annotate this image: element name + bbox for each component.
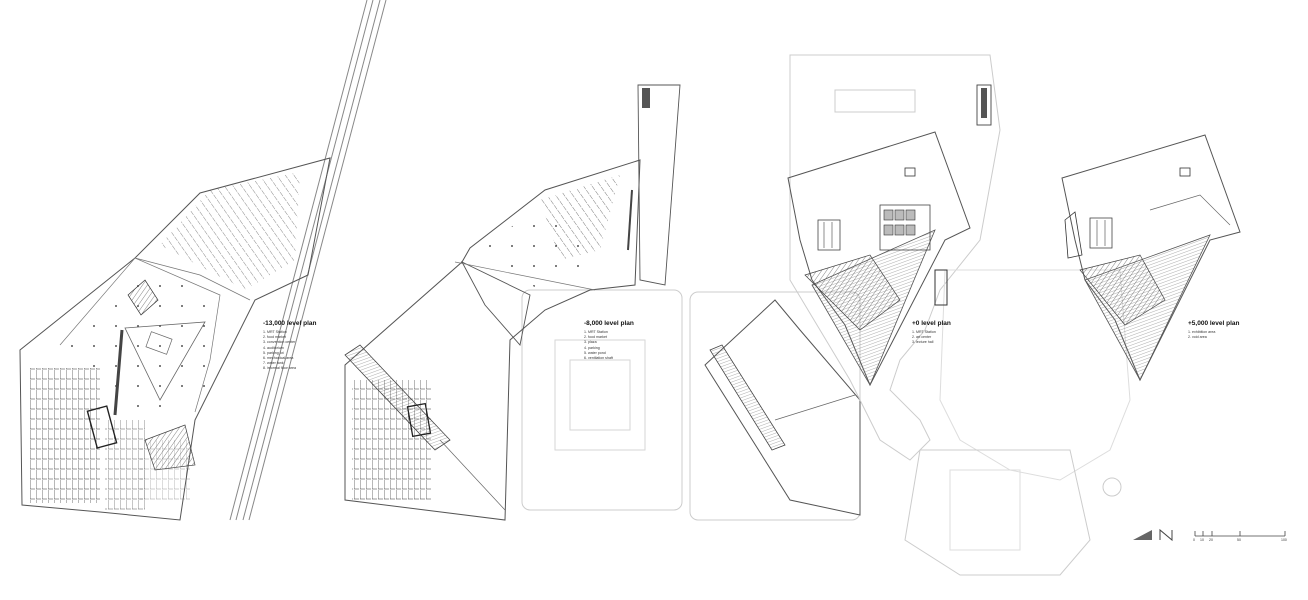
- legend-item: 2. art center: [912, 335, 932, 340]
- plan-0: [787, 54, 1131, 576]
- scale-tick-label: 10: [1200, 538, 1204, 542]
- plan-legend: 1. exhibition area 2. void area: [1188, 330, 1240, 340]
- scale-bar: [1194, 531, 1286, 537]
- plan-label-3: +0 level plan 1. MRT Station 2. art cent…: [912, 320, 951, 346]
- plan-5000: [1061, 134, 1241, 382]
- rail-track: [229, 0, 387, 521]
- plan-legend: 1. MRT Station 2. food market 3. plaza 4…: [584, 330, 634, 361]
- plan-minus-13000: [19, 0, 387, 521]
- legend-item: 3. lecture hall: [912, 340, 934, 345]
- legend-item: 2. food market: [584, 335, 607, 340]
- scale-tick-label: 20: [1209, 538, 1213, 542]
- legend-item: 8. informal floor area: [263, 366, 296, 371]
- legend-item: 1. exhibition area: [1188, 330, 1216, 334]
- north-arrow-icon: [1133, 528, 1173, 542]
- plan2-outline: [344, 159, 641, 521]
- plan-title: +0 level plan: [912, 320, 951, 327]
- plan-legend: 1. MRT Station 2. food market 3. convent…: [263, 330, 316, 372]
- legend-item: 4. auditorium: [263, 345, 284, 350]
- legend-item: 5. parking lot: [263, 350, 284, 355]
- legend-item: 4. parking: [584, 345, 600, 350]
- plan-title: +5,000 level plan: [1188, 320, 1240, 327]
- plan1-outline: [19, 157, 331, 521]
- legend-item: 3. plaza: [584, 340, 597, 345]
- plan-title: -13,000 level plan: [263, 320, 317, 327]
- plan-label-2: -8,000 level plan 1. MRT Station 2. food…: [584, 320, 634, 361]
- legend-item: 2. void area: [1188, 335, 1207, 340]
- legend-item: 1. MRT Station: [912, 330, 936, 334]
- scale-tick-label: 0: [1193, 538, 1195, 542]
- legend-item: 1. MRT Station: [584, 330, 608, 334]
- legend-item: 6. ventilation shaft: [584, 356, 613, 361]
- plan-legend: 1. MRT Station 2. art center 3. lecture …: [912, 330, 951, 346]
- plan-label-1: -13,000 level plan 1. MRT Station 2. foo…: [263, 320, 316, 372]
- legend-item: 2. food market: [263, 335, 286, 340]
- plan-minus-8000: [344, 84, 861, 521]
- legend-item: 5. water pond: [584, 350, 606, 355]
- plan-label-4: +5,000 level plan 1. exhibition area 2. …: [1188, 320, 1240, 340]
- legend-item: 3. convention center: [263, 340, 296, 345]
- plan-title: -8,000 level plan: [584, 320, 634, 327]
- legend-item: 7. water tank: [263, 361, 284, 366]
- scale-tick-label: 50: [1237, 538, 1241, 542]
- legend-item: 6. mechanical area: [263, 356, 294, 361]
- legend-item: 1. MRT Station: [263, 330, 287, 334]
- scale-tick-label: 100: [1281, 538, 1287, 542]
